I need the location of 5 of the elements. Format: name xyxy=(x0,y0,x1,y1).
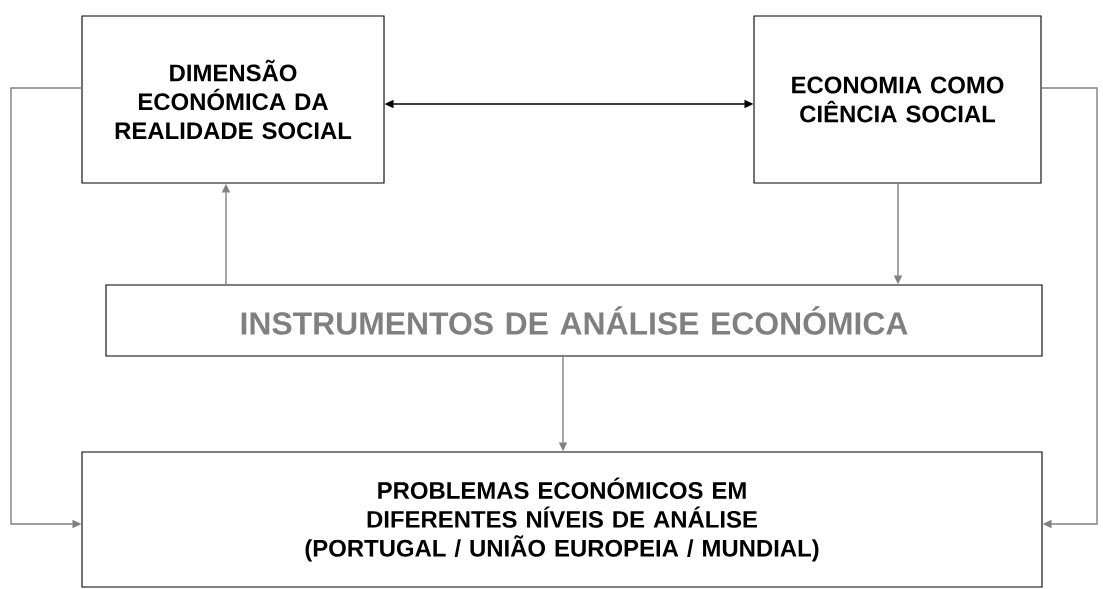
arrow xyxy=(1040,87,1098,529)
process-box: ECONOMIA COMO CIÊNCIA SOCIAL xyxy=(753,15,1042,184)
process-box: INSTRUMENTOS DE ANÁLISE ECONÓMICA xyxy=(105,284,1043,357)
process-box: PROBLEMAS ECONÓMICOS EM DIFERENTES NÍVEIS DE ANÁLISE (PORTUGAL / UNIÃO EUROPEIA / MUNDIAL) xyxy=(81,451,1043,588)
process-box: DIMENSÃO ECONÓMICA DA REALIDADE SOCIAL xyxy=(81,15,385,184)
